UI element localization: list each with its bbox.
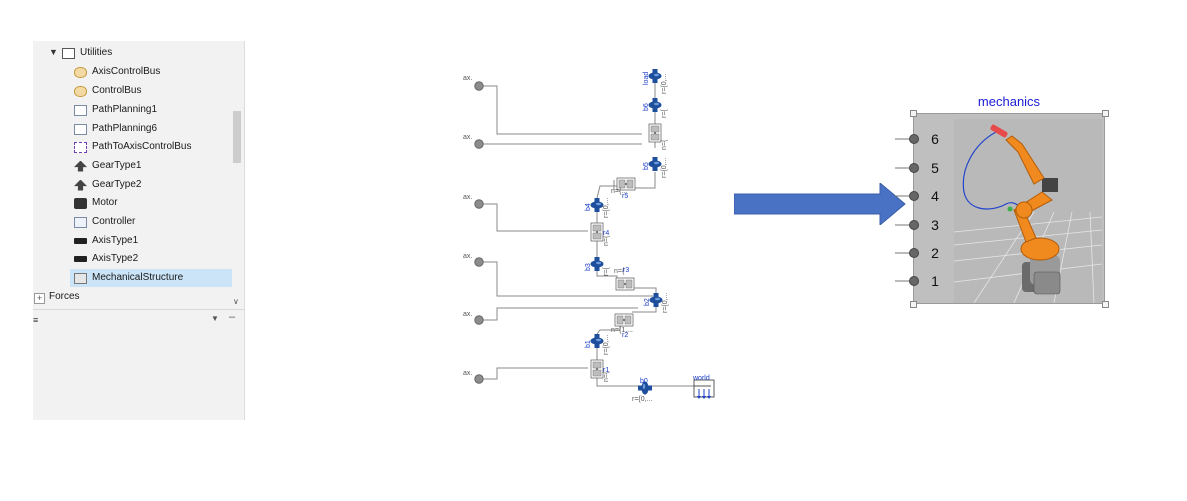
label-b2: b2 [644,298,651,306]
body-b6[interactable] [649,98,662,112]
axis-port-1[interactable] [475,375,483,383]
label-r-b2: r={0,... [662,293,669,313]
port-label: 4 [928,188,942,204]
label-r3: r3 [623,267,629,274]
joint-r4[interactable] [591,223,603,241]
port-label: 5 [928,160,942,176]
axis-label: ax. [463,253,472,260]
label-b4: b4 [585,203,592,211]
axis-connectors: ax. ax. ax. ax. ax. ax. [463,75,483,383]
body-b4[interactable] [591,198,604,212]
label-n-r1: n={ [603,371,610,382]
body-b5[interactable] [649,157,662,171]
axis-label: ax. [463,194,472,201]
label-r2: r2 [622,332,628,339]
label-n-r4: n={ [603,235,610,246]
axis-label: ax. [463,134,472,141]
mechanics-port-6[interactable] [910,135,919,144]
port-label: 6 [928,131,942,147]
label-load: load [643,72,650,85]
axis-port-3[interactable] [475,258,483,266]
label-b3: b3 [585,263,592,271]
mechanics-port-1[interactable] [910,277,919,286]
mechanics-port-2[interactable] [910,249,919,258]
label-n-r6: n={ [661,139,668,150]
label-b1: b1 [585,340,592,348]
mechanics-port-4[interactable] [910,192,919,201]
label-r-b0: r={0,... [632,396,652,403]
body-load[interactable] [649,69,662,83]
axis-label: ax. [463,370,472,377]
axis-label: ax. [463,75,472,82]
joint-r1[interactable] [591,360,603,378]
body-b2[interactable] [650,293,663,307]
joint-r3[interactable] [616,278,634,290]
label-r-load: r={0,... [661,74,668,94]
mechanics-port-5[interactable] [910,164,919,173]
port-label: 1 [928,273,942,289]
label-r-b4: r={0,... [603,198,610,218]
label-b6: b6 [643,103,650,111]
mechanics-ports [895,110,925,310]
body-b1[interactable] [591,334,604,348]
resize-handle-bottom-right[interactable] [1102,301,1109,308]
body-b3[interactable] [591,257,604,271]
label-r-b6: r={ [661,109,668,118]
world-component[interactable]: world [692,375,714,399]
label-r-b1: r={0,... [603,335,610,355]
axis-port-2[interactable] [475,316,483,324]
port-label: 3 [928,217,942,233]
joint-r6[interactable] [649,124,661,142]
mechanics-port-3[interactable] [910,221,919,230]
axis-label: ax. [463,311,472,318]
label-b0: b0 [640,378,648,385]
label-r-b5: r={0,... [661,158,668,178]
robot-icon [914,114,1104,303]
label-r-b3: r={ [603,267,610,276]
transform-arrow-icon [734,183,906,225]
resize-handle-top-right[interactable] [1102,110,1109,117]
label-b5: b5 [643,162,650,170]
port-label: 2 [928,245,942,261]
axis-port-5[interactable] [475,140,483,148]
axis-port-4[interactable] [475,200,483,208]
label-r5: r5 [622,193,628,200]
mechanics-title: mechanics [914,94,1104,109]
world-label: world [692,375,710,382]
axis-port-6[interactable] [475,82,483,90]
joint-r2[interactable] [615,314,633,326]
